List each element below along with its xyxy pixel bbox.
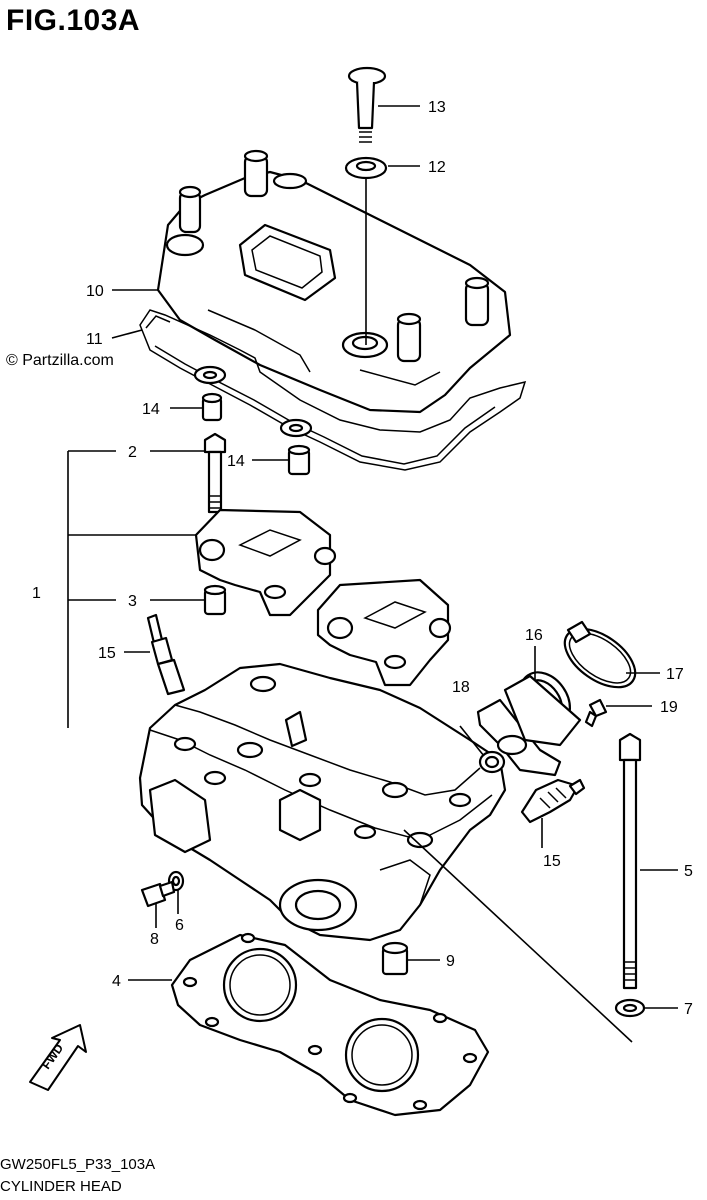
footer-name: CYLINDER HEAD: [0, 1178, 122, 1195]
callout-12: 12: [428, 159, 446, 176]
part-5-stud-bolt[interactable]: [618, 732, 642, 990]
callout-13: 13: [428, 99, 446, 116]
callout-11: 11: [86, 331, 103, 348]
callout-3: 3: [128, 593, 137, 610]
camshaft-holder-right[interactable]: [316, 578, 452, 687]
part-14-dowel-lower[interactable]: [287, 444, 311, 476]
watermark: © Partzilla.com: [6, 352, 114, 369]
callout-4: 4: [112, 973, 121, 990]
leader-lines: [67, 105, 678, 1043]
part-12-seal-washer[interactable]: [344, 156, 388, 180]
callout-8: 8: [150, 931, 159, 948]
part-19-screw[interactable]: [584, 698, 608, 728]
callout-labels: 13 12 10 11 14 14 2 1 3 15 16 17 18 19 1…: [32, 99, 693, 1018]
part-9-dowel[interactable]: [381, 941, 409, 976]
part-4-head-gasket[interactable]: [170, 932, 490, 1117]
callout-15-left: 15: [98, 645, 116, 662]
part-3-dowel[interactable]: [203, 584, 227, 616]
callout-14-lower: 14: [227, 453, 245, 470]
part-11-cover-gasket[interactable]: [139, 309, 527, 471]
footer-code: GW250FL5_P33_103A: [0, 1156, 156, 1173]
callout-18: 18: [452, 679, 470, 696]
part-17-clamp[interactable]: [555, 617, 646, 699]
part-15-spark-plug-right[interactable]: [520, 778, 586, 824]
callout-6: 6: [175, 917, 184, 934]
callout-15-right: 15: [543, 853, 561, 870]
figure-title: FIG.103A: [6, 4, 141, 37]
part-8-bolt[interactable]: [140, 880, 176, 908]
part-10-head-cover[interactable]: [156, 149, 512, 414]
callout-10: 10: [86, 283, 104, 300]
fwd-arrow-icon: FWD: [29, 1024, 87, 1091]
callout-5: 5: [684, 863, 693, 880]
part-2-bolt[interactable]: [203, 432, 227, 514]
part-16-intake-pipe[interactable]: [476, 663, 582, 777]
part-14-dowel-upper[interactable]: [201, 392, 223, 422]
part-18-o-ring[interactable]: [478, 750, 506, 774]
callout-9: 9: [446, 953, 455, 970]
callout-14-upper: 14: [142, 401, 160, 418]
part-15-spark-plug-left[interactable]: [146, 613, 186, 696]
callout-17: 17: [666, 666, 684, 683]
cylinder-head[interactable]: [138, 662, 507, 942]
part-7-washer[interactable]: [614, 998, 646, 1018]
callout-16: 16: [525, 627, 543, 644]
callout-7: 7: [684, 1001, 693, 1018]
camshaft-holder-left[interactable]: [194, 508, 337, 617]
callout-2: 2: [128, 444, 137, 461]
callout-1: 1: [32, 585, 41, 602]
callout-19: 19: [660, 699, 678, 716]
part-13-bolt[interactable]: [347, 66, 387, 143]
